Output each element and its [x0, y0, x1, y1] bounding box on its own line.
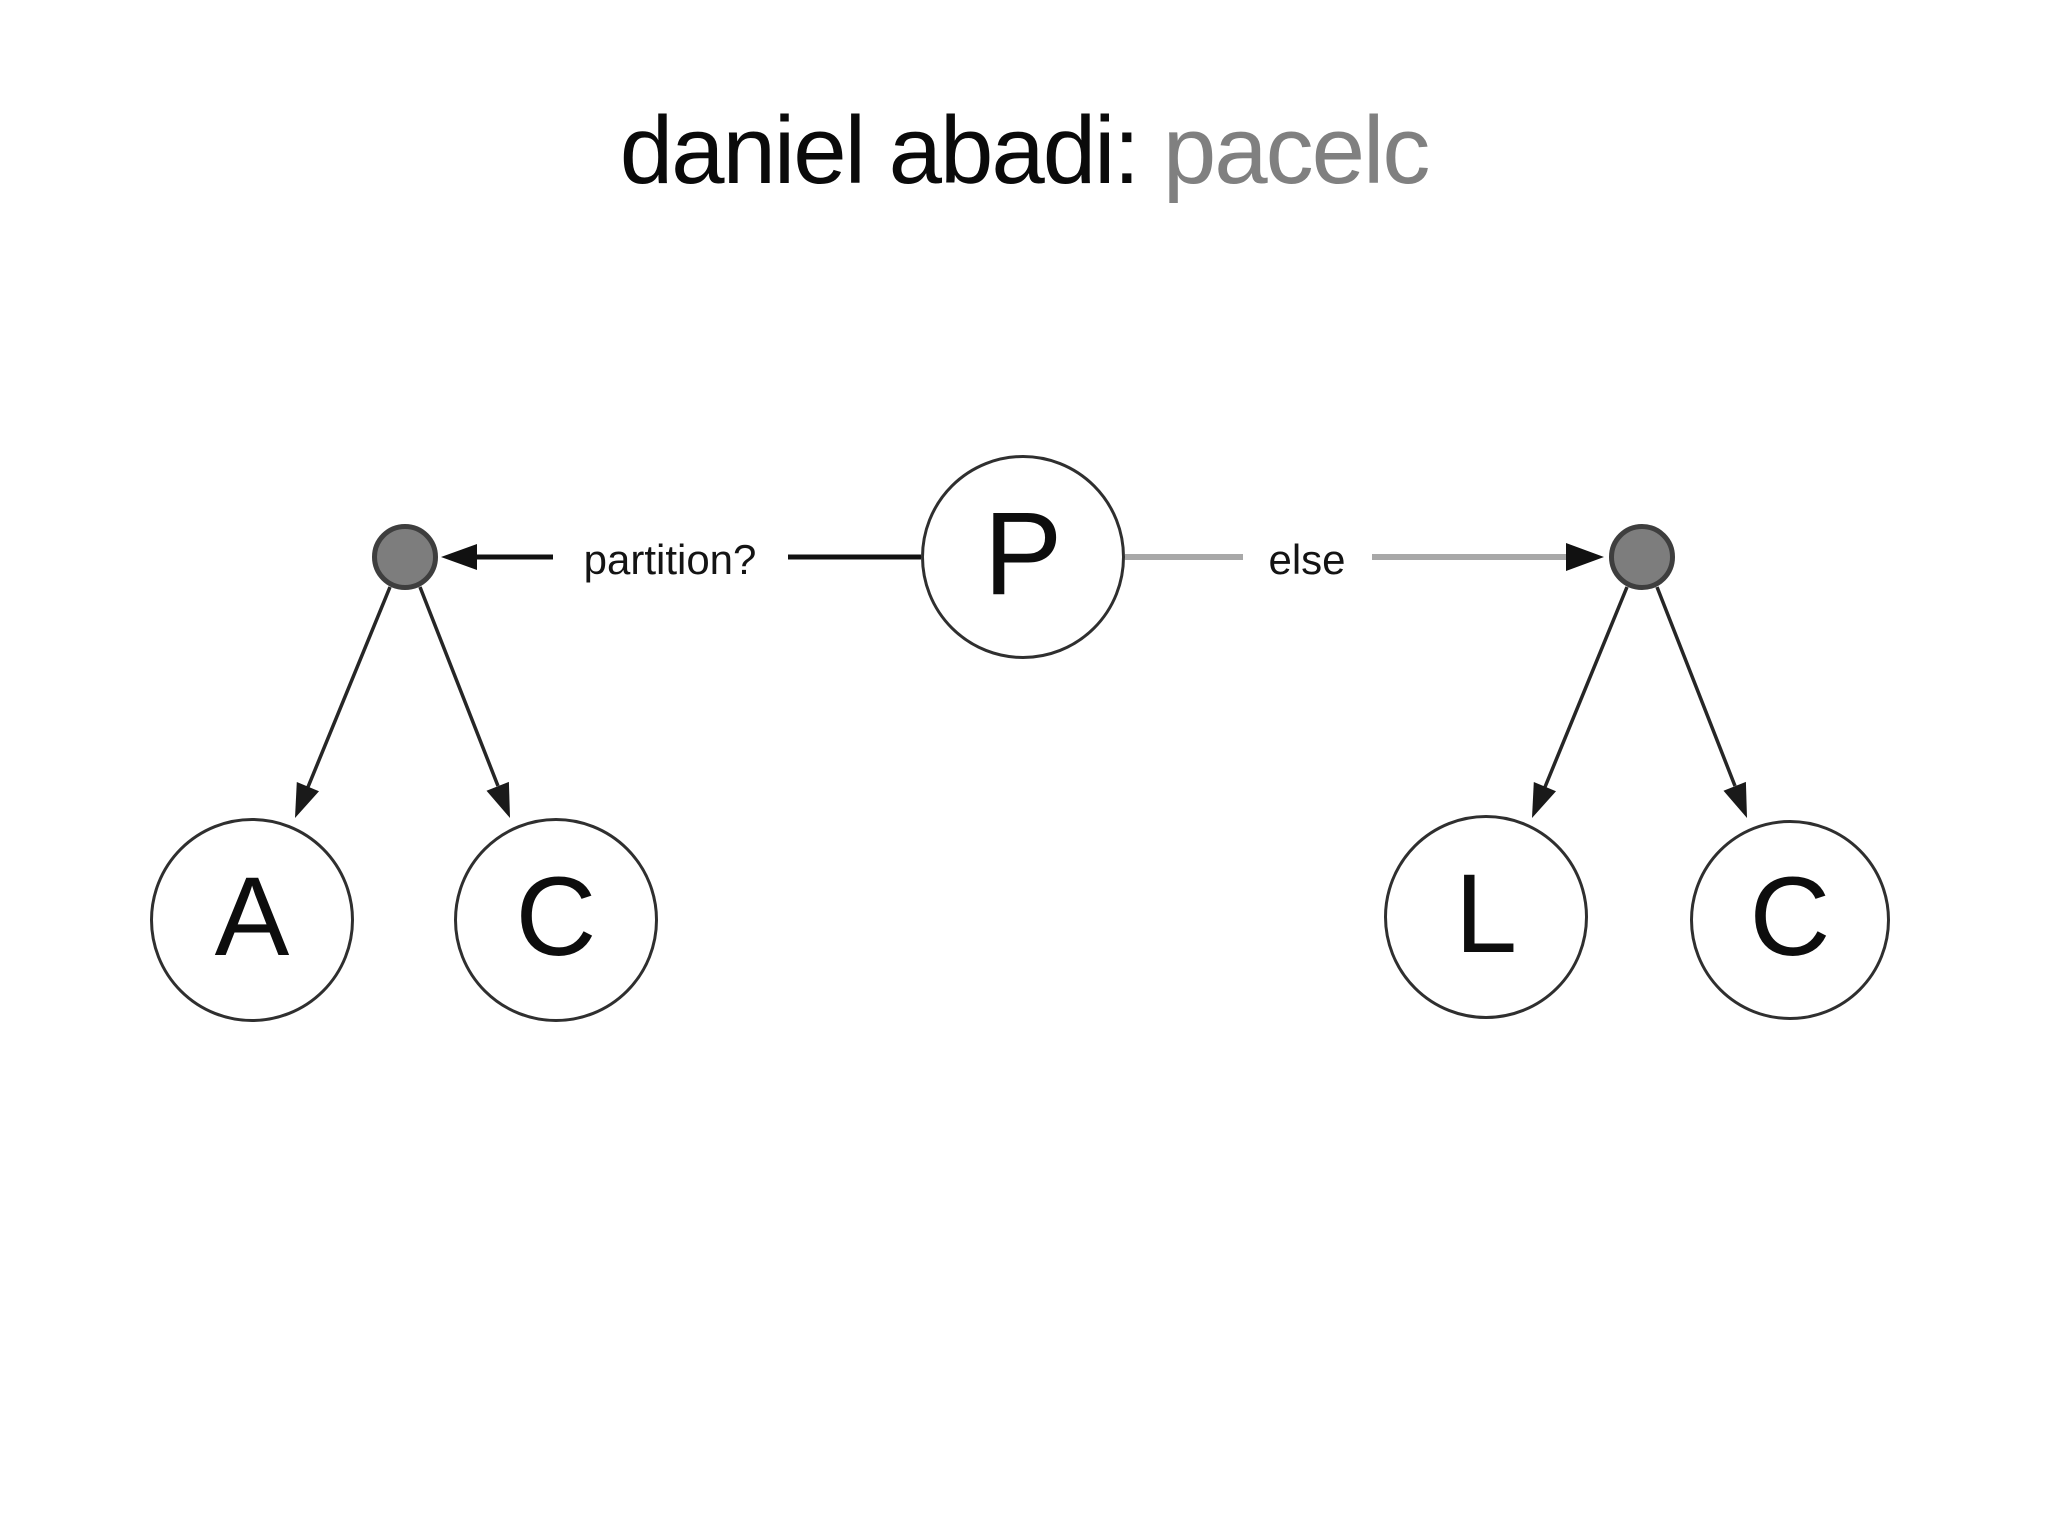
node-A: A [150, 818, 354, 1022]
edge-to-C-right [1655, 586, 1737, 787]
edge-to-L [1543, 586, 1629, 788]
else-junction-dot [1609, 524, 1675, 590]
edge-to-C-left-arrowhead-icon [486, 781, 510, 818]
node-P-label: P [983, 488, 1063, 620]
node-C-left-label: C [515, 854, 597, 979]
node-C-latency-side: C [1690, 820, 1890, 1020]
page-title: daniel abadi: pacelc [0, 96, 2048, 206]
title-accent: pacelc [1162, 97, 1430, 204]
partition-junction-dot [372, 524, 438, 590]
else-arrowhead-icon [1566, 543, 1604, 571]
edge-to-A-arrowhead-icon [295, 782, 319, 818]
node-A-label: A [214, 854, 290, 979]
node-L-label: L [1454, 851, 1518, 976]
node-P: P [921, 455, 1125, 659]
partition-arrowhead-icon [441, 544, 477, 570]
edge-to-C-right-arrowhead-icon [1723, 781, 1747, 818]
node-C-availability-side: C [454, 818, 658, 1022]
partition-edge-label: partition? [583, 536, 757, 583]
edge-to-A [306, 586, 392, 788]
title-main: daniel abadi: [619, 97, 1163, 204]
node-C-right-label: C [1749, 854, 1831, 979]
edge-to-L-arrowhead-icon [1532, 782, 1556, 818]
else-edge-label: else [1268, 536, 1346, 583]
edge-to-C-left [418, 586, 500, 787]
node-L: L [1384, 815, 1588, 1019]
